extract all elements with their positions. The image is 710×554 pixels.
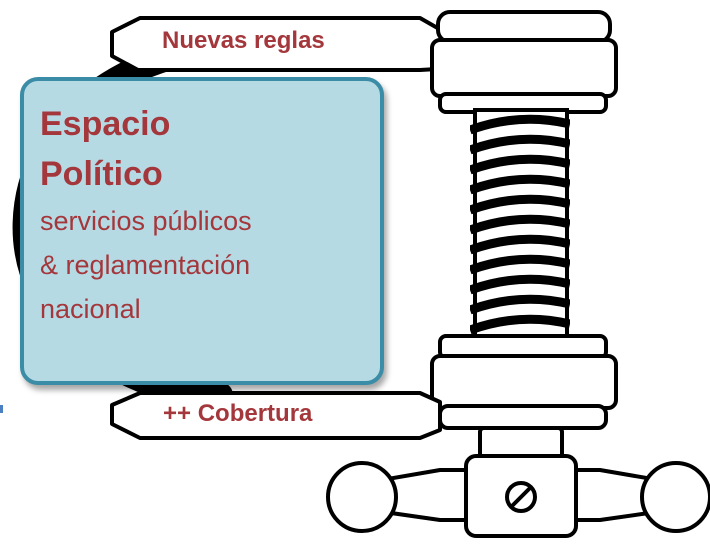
clamp-top-collar bbox=[436, 10, 612, 44]
clamp-handle-knob-right bbox=[640, 461, 710, 533]
clamp-bottom-label: ++ Cobertura bbox=[163, 400, 313, 427]
accent-mark bbox=[0, 405, 3, 413]
box-title-line-1: Espacio bbox=[40, 105, 171, 143]
clamp-bottom-arm bbox=[110, 391, 442, 440]
box-desc-line-1: servicios públicos bbox=[40, 206, 252, 236]
box-title-line-2: Político bbox=[40, 155, 163, 193]
box-title: Espacio Político bbox=[40, 99, 370, 199]
box-desc-line-2: & reglamentación bbox=[40, 250, 251, 280]
box-desc-line-3: nacional bbox=[40, 294, 141, 324]
clamp-handle-knob-left bbox=[326, 461, 398, 533]
clamp-top-arm bbox=[110, 16, 457, 72]
clamp-top-label: Nuevas reglas bbox=[162, 27, 325, 54]
box-description: servicios públicos & reglamentación naci… bbox=[40, 199, 370, 331]
policy-space-box: Espacio Político servicios públicos & re… bbox=[20, 77, 384, 385]
